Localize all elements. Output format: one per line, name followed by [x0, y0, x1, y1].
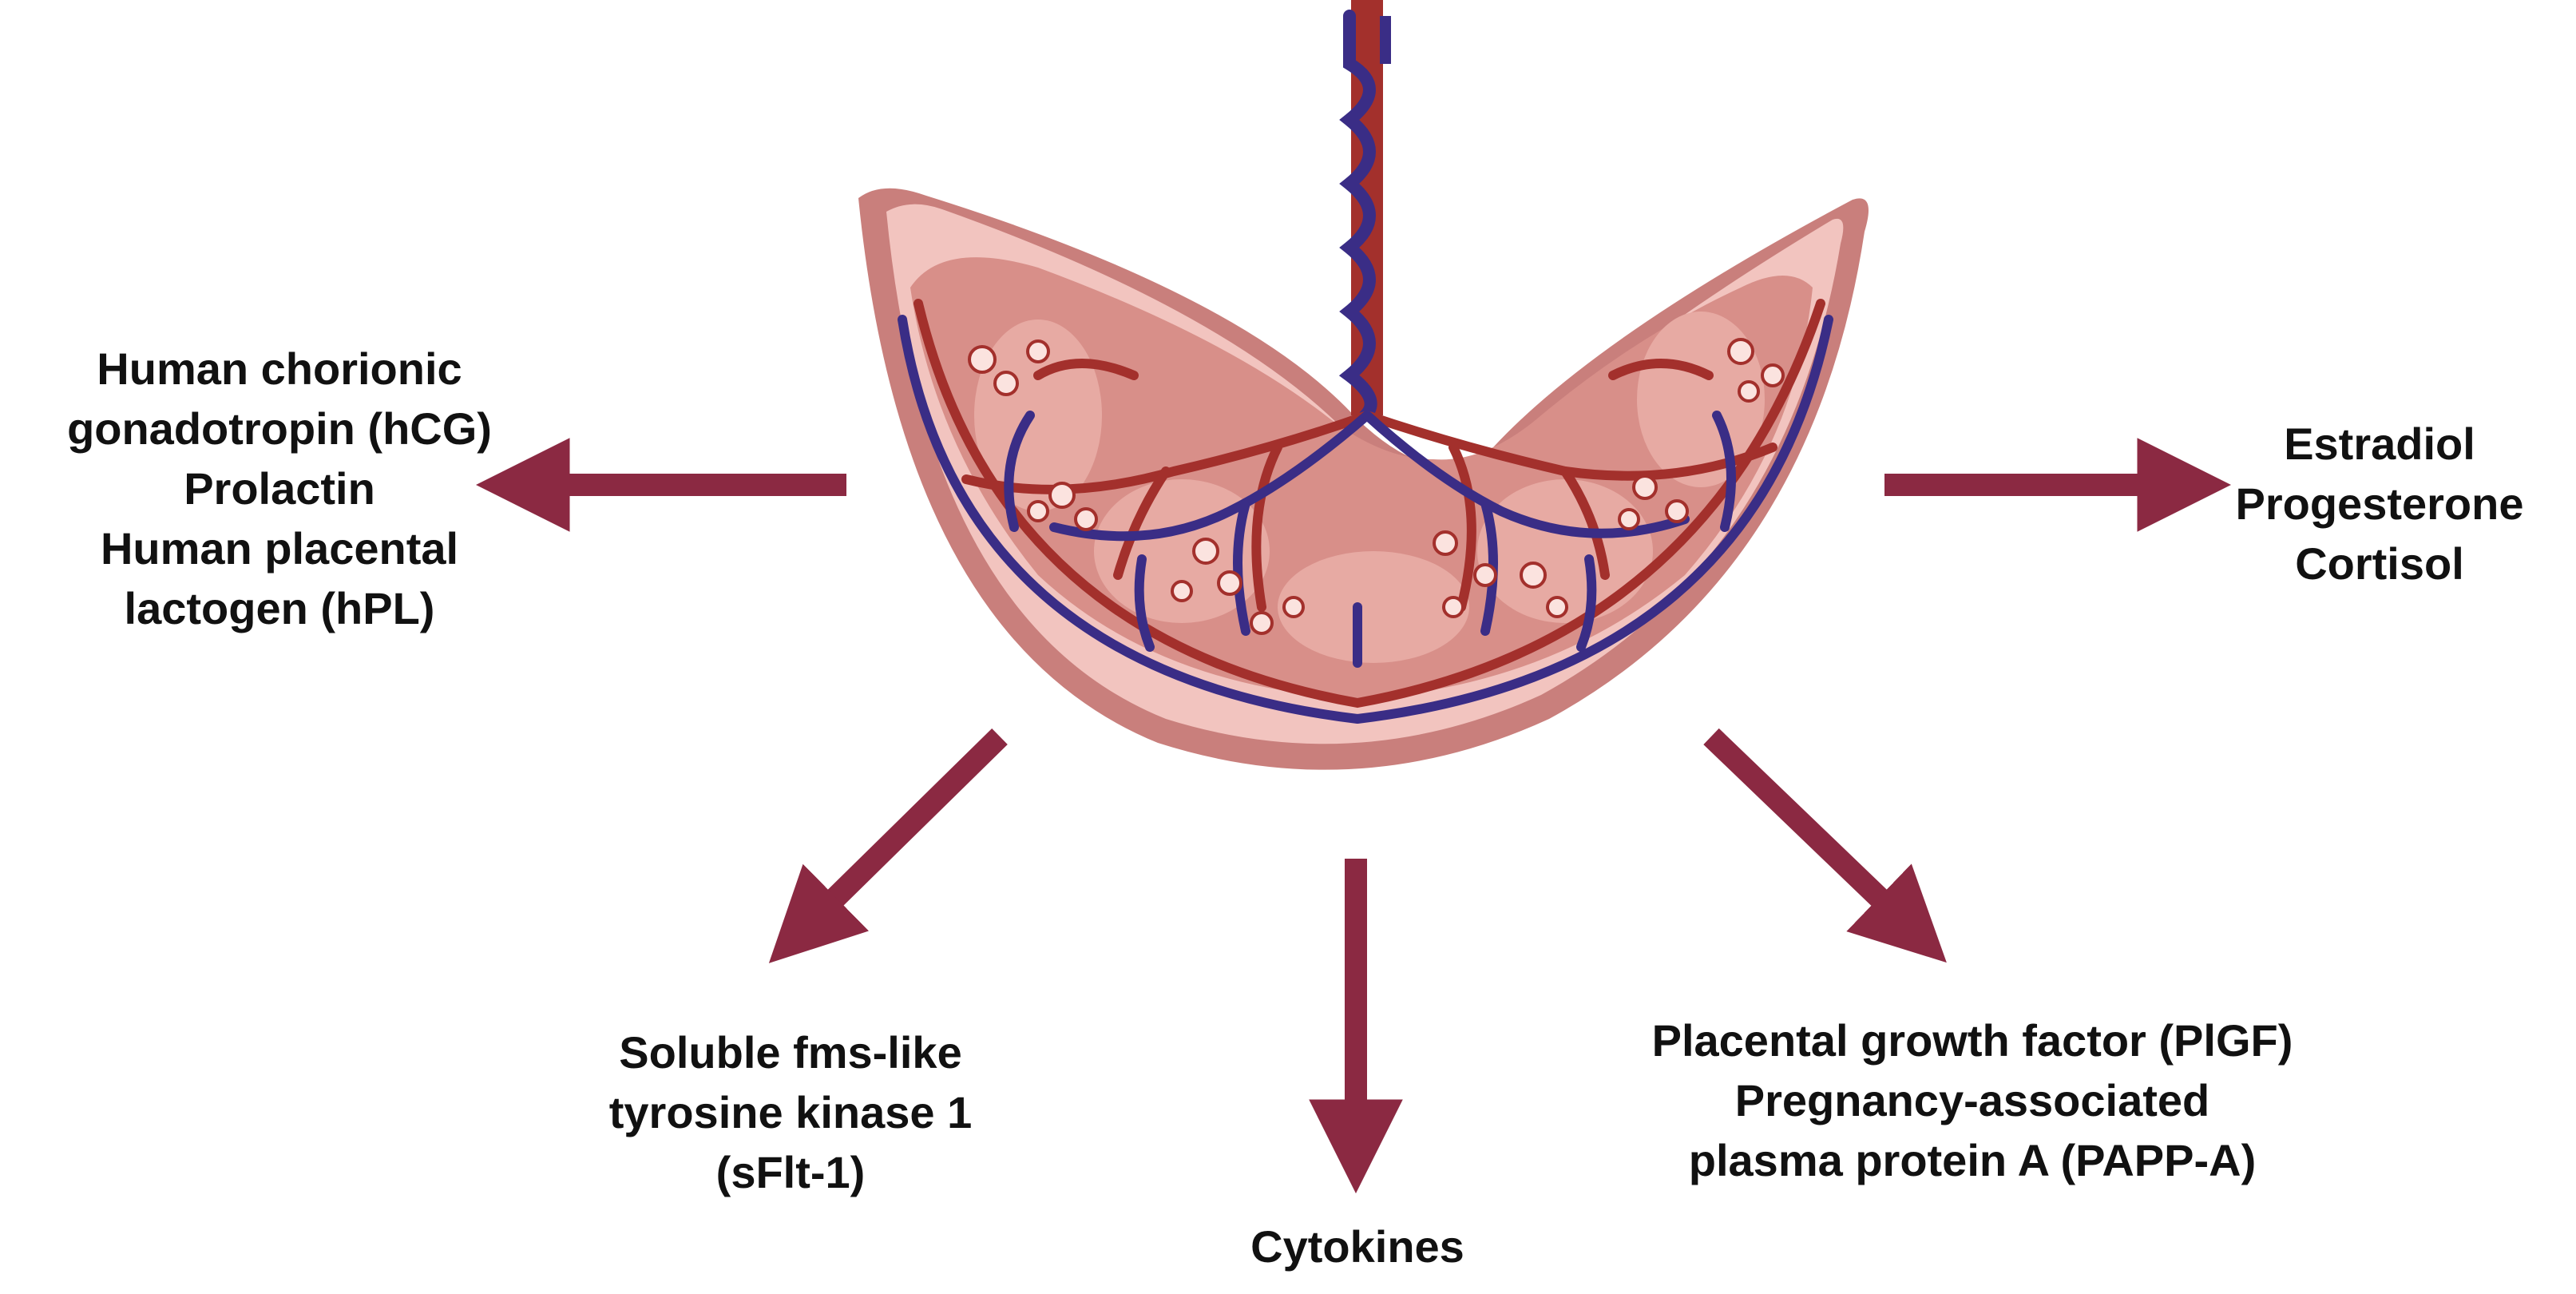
label-line: plasma protein A (PAPP-A) — [1688, 1135, 2257, 1185]
label-line: Cortisol — [2295, 538, 2464, 589]
label-line: Progesterone — [2235, 478, 2524, 529]
villi — [968, 338, 1785, 635]
right-hormones-label: Estradiol Progesterone Cortisol — [2204, 414, 2555, 593]
label-line: Placental growth factor (PlGF) — [1651, 1015, 2293, 1066]
label-line: tyrosine kinase 1 — [608, 1087, 973, 1137]
label-line: gonadotropin (hCG) — [67, 403, 492, 454]
label-line: Human placental — [100, 523, 459, 574]
placenta-illustration — [858, 0, 1869, 770]
plgf-pappa-label: Placental growth factor (PlGF) Pregnancy… — [1589, 1010, 2356, 1190]
label-line: Soluble fms-like — [619, 1027, 962, 1078]
cytokines-label: Cytokines — [1158, 1217, 1557, 1276]
cord-vein — [1338, 10, 1377, 422]
arrows — [475, 438, 2232, 1194]
label-line: Prolactin — [184, 463, 375, 514]
label-line: lactogen (hPL) — [124, 583, 435, 633]
sflt1-label: Soluble fms-like tyrosine kinase 1 (sFlt… — [551, 1022, 1030, 1202]
label-line: Pregnancy-associated — [1734, 1075, 2210, 1125]
arrow-icon-bottom-left — [768, 728, 1008, 963]
label-line: Estradiol — [2284, 419, 2475, 469]
label-line: Human chorionic — [97, 343, 462, 394]
arrow-icon-bottom-right — [1703, 728, 1947, 963]
label-line: Cytokines — [1250, 1221, 1464, 1272]
veins — [898, 315, 1833, 724]
arteries — [913, 299, 1825, 709]
left-hormones-label: Human chorionic gonadotropin (hCG) Prola… — [32, 339, 527, 638]
label-line: (sFlt-1) — [715, 1147, 866, 1197]
